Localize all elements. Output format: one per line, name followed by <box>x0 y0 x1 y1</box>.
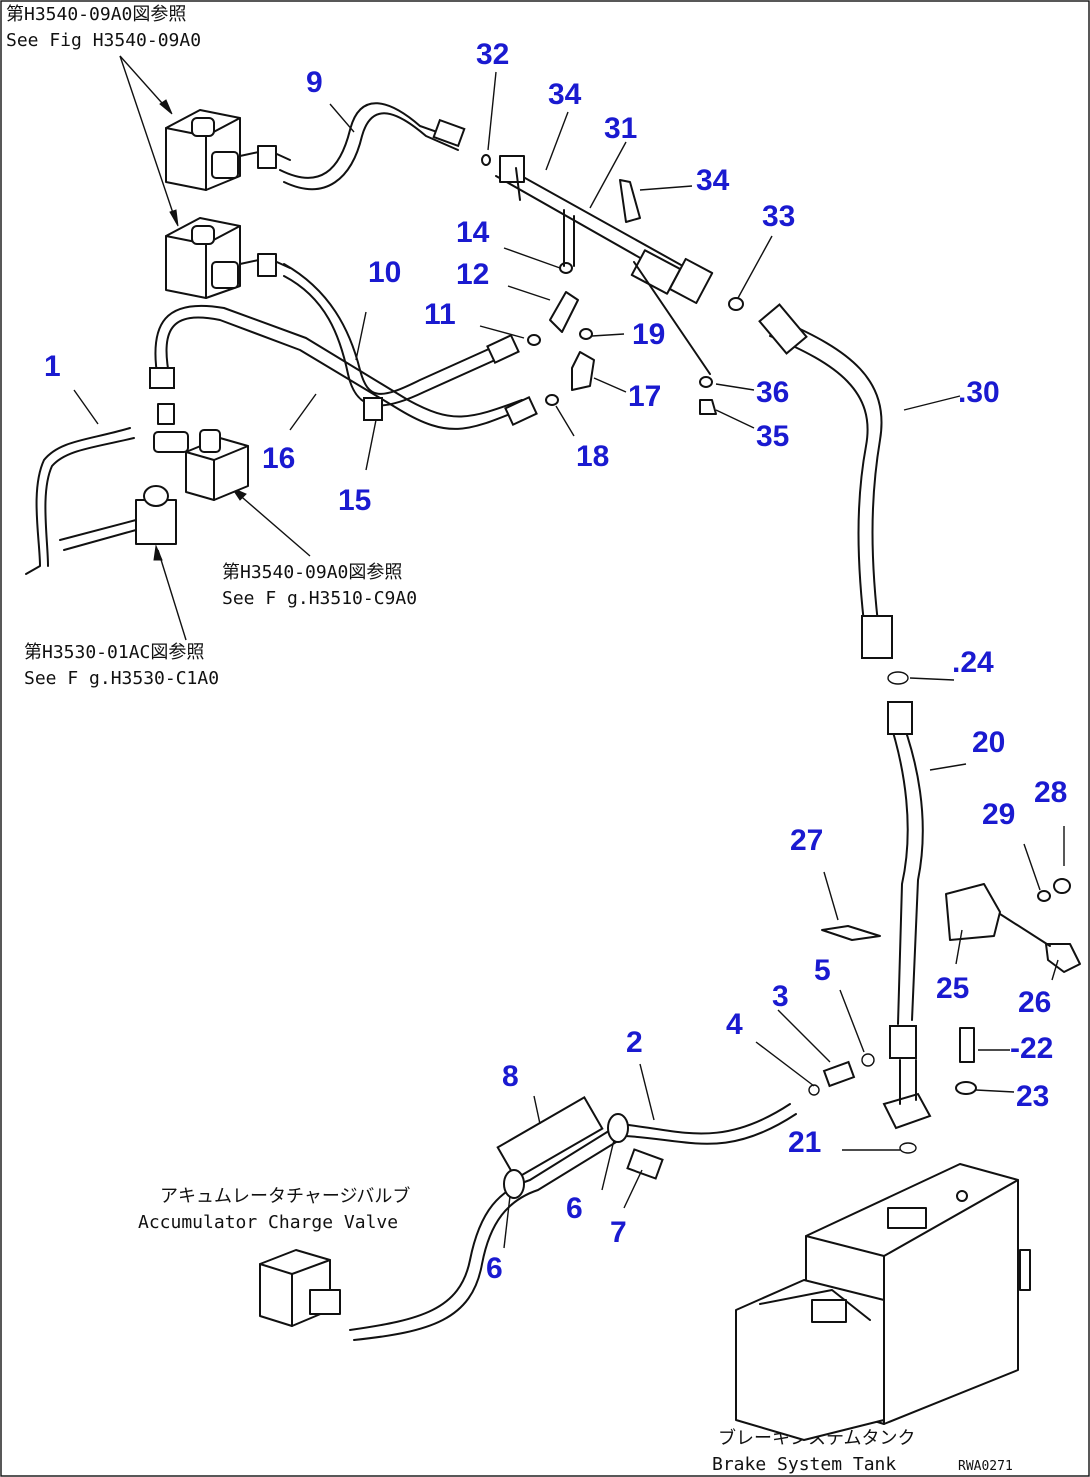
ref-tank-jp: ブレーキシステムタンク <box>718 1427 915 1449</box>
tube-20 <box>897 709 924 1021</box>
part-label-16: 16 <box>262 442 295 475</box>
part-label-3: 3 <box>772 980 789 1013</box>
part-label-25: 25 <box>936 972 969 1005</box>
part-label-6a: 6 <box>566 1192 583 1225</box>
part-label-10: 10 <box>368 256 401 289</box>
solenoid-valve-upper <box>165 109 291 191</box>
bracket-25 <box>821 878 1081 1095</box>
part-label-9: 9 <box>306 66 323 99</box>
part-label-5: 5 <box>814 954 831 987</box>
part-label-2: 2 <box>626 1026 643 1059</box>
part-label-1: 1 <box>44 350 61 383</box>
hose-1 <box>25 427 131 575</box>
hose-2 <box>349 1103 791 1331</box>
part-label-7: 7 <box>610 1216 627 1249</box>
part-label-35: 35 <box>756 420 789 453</box>
clamp-15 <box>363 397 383 421</box>
part-label-29: 29 <box>982 798 1015 831</box>
part-label-28: 28 <box>1034 776 1067 809</box>
tube-31 <box>495 155 714 375</box>
part-label-20: 20 <box>972 726 1005 759</box>
ref-accum-en: Accumulator Charge Valve <box>138 1212 398 1233</box>
part-label-33: 33 <box>762 200 795 233</box>
hose-16 <box>165 316 521 430</box>
hose-30 <box>779 319 883 641</box>
part-numbers: 1 2 3 4 5 6 6 7 8 9 10 11 12 14 15 16 17… <box>44 38 1067 1285</box>
part-label-14: 14 <box>456 216 490 249</box>
part-label-11: 11 <box>424 298 456 331</box>
part-label-19: 19 <box>632 318 665 351</box>
part-label-8: 8 <box>502 1060 519 1093</box>
ref-top-left-jp: 第H3540-09A0図参照 <box>6 4 186 25</box>
ref-tank-en: Brake System Tank <box>712 1454 896 1475</box>
part-label-26: 26 <box>1018 986 1051 1019</box>
brake-system-tank <box>735 1163 1031 1441</box>
part-label-31: 31 <box>604 112 637 145</box>
part-label-34b: 34 <box>696 164 730 197</box>
part-label-18: 18 <box>576 440 609 473</box>
part-label-22: -22 <box>1010 1032 1053 1065</box>
part-label-34a: 34 <box>548 78 582 111</box>
ref-accum-jp: アキュムレータチャージバルブ <box>160 1185 410 1207</box>
part-label-17: 17 <box>628 380 661 413</box>
part-label-27: 27 <box>790 824 823 857</box>
sleeve-8 <box>496 1096 604 1180</box>
part-label-30: .30 <box>958 376 1000 409</box>
solenoid-small <box>59 485 177 551</box>
ref-mid-jp: 第H3540-09A0図参照 <box>222 562 402 583</box>
part-label-21: 21 <box>788 1126 821 1159</box>
part-label-6b: 6 <box>486 1252 503 1285</box>
part-label-32: 32 <box>476 38 509 71</box>
ref-top-left-en: See Fig H3540-09A0 <box>6 30 201 51</box>
ref-left-jp: 第H3530-01AC図参照 <box>24 642 204 663</box>
part-label-24: .24 <box>952 646 994 679</box>
ref-arrows <box>119 55 311 641</box>
accumulator-charge-valve <box>259 1249 341 1327</box>
hose-9 <box>279 102 461 179</box>
leader-lines <box>73 71 1065 1249</box>
fittings <box>481 154 744 415</box>
drawing-code: RWA0271 <box>958 1459 1013 1474</box>
part-label-4: 4 <box>726 1008 743 1041</box>
part-label-36: 36 <box>756 376 789 409</box>
part-label-12: 12 <box>456 258 489 291</box>
valve-block <box>153 403 249 501</box>
solenoid-valve-middle <box>165 217 291 299</box>
part-label-15: 15 <box>338 484 371 517</box>
ref-left-en: See F g.H3530-C1A0 <box>24 668 219 689</box>
part-label-23: 23 <box>1016 1080 1049 1113</box>
ref-mid-en: See F g.H3510-C9A0 <box>222 588 417 609</box>
